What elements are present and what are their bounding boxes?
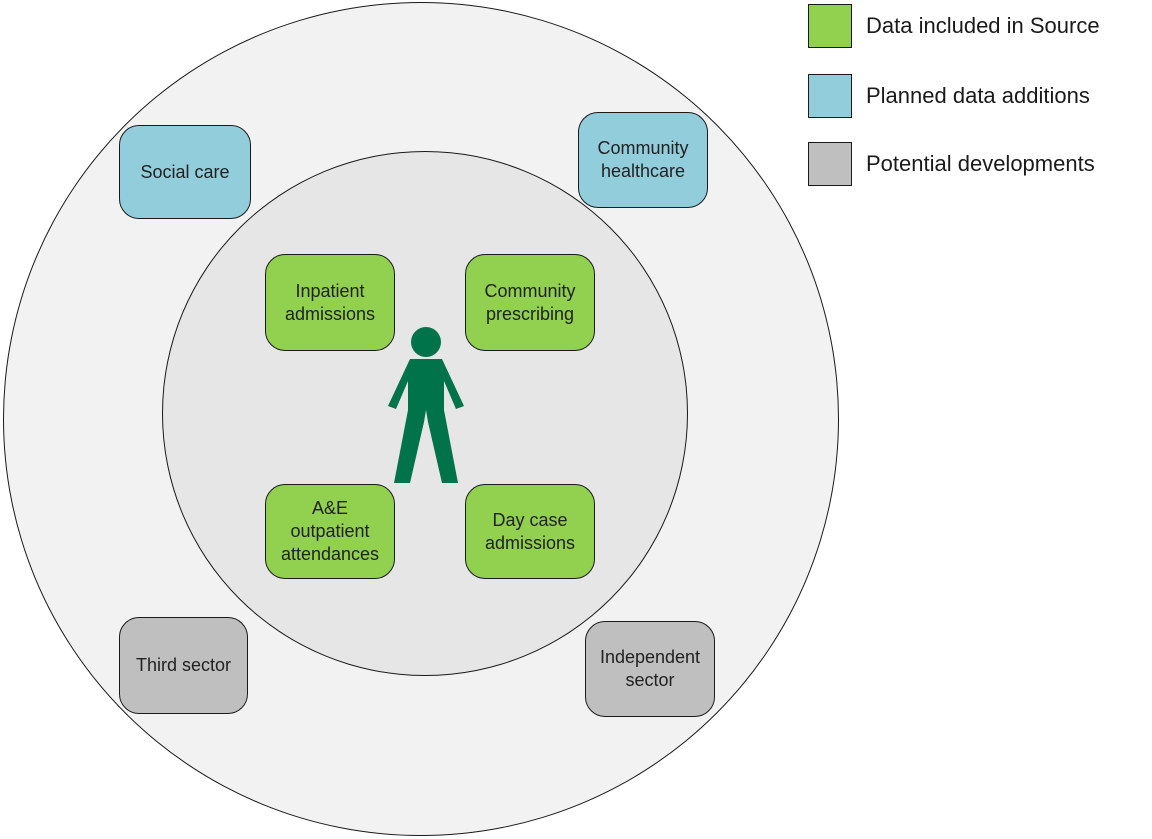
node-ae-outpatient-attendances: A&E outpatient attendances	[265, 484, 395, 579]
legend-swatch-blue	[808, 74, 852, 118]
node-label: Community prescribing	[484, 280, 576, 324]
legend: Data included in Source Planned data add…	[808, 0, 1152, 200]
node-social-care: Social care	[119, 125, 251, 219]
node-label: A&E outpatient attendances	[280, 498, 380, 564]
legend-swatch-green	[808, 4, 852, 48]
node-label: Community healthcare	[597, 138, 689, 181]
legend-item-planned: Planned data additions	[808, 74, 1090, 118]
node-label: Independent sector	[599, 647, 701, 690]
node-inpatient-admissions: Inpatient admissions	[265, 254, 395, 351]
legend-swatch-grey	[808, 142, 852, 186]
node-label: Inpatient admissions	[284, 280, 376, 324]
node-community-healthcare: Community healthcare	[578, 112, 708, 208]
node-label: Third sector	[135, 655, 232, 675]
node-independent-sector: Independent sector	[585, 621, 715, 717]
legend-label: Planned data additions	[866, 83, 1090, 108]
legend-label: Data included in Source	[866, 13, 1100, 38]
node-label: Social care	[140, 161, 230, 182]
legend-item-included: Data included in Source	[808, 4, 1100, 48]
person-icon	[388, 327, 464, 483]
legend-item-potential: Potential developments	[808, 142, 1095, 186]
node-day-case-admissions: Day case admissions	[465, 484, 595, 579]
legend-label: Potential developments	[866, 151, 1095, 176]
node-label: Day case admissions	[484, 509, 576, 553]
node-community-prescribing: Community prescribing	[465, 254, 595, 351]
node-third-sector: Third sector	[119, 617, 248, 714]
